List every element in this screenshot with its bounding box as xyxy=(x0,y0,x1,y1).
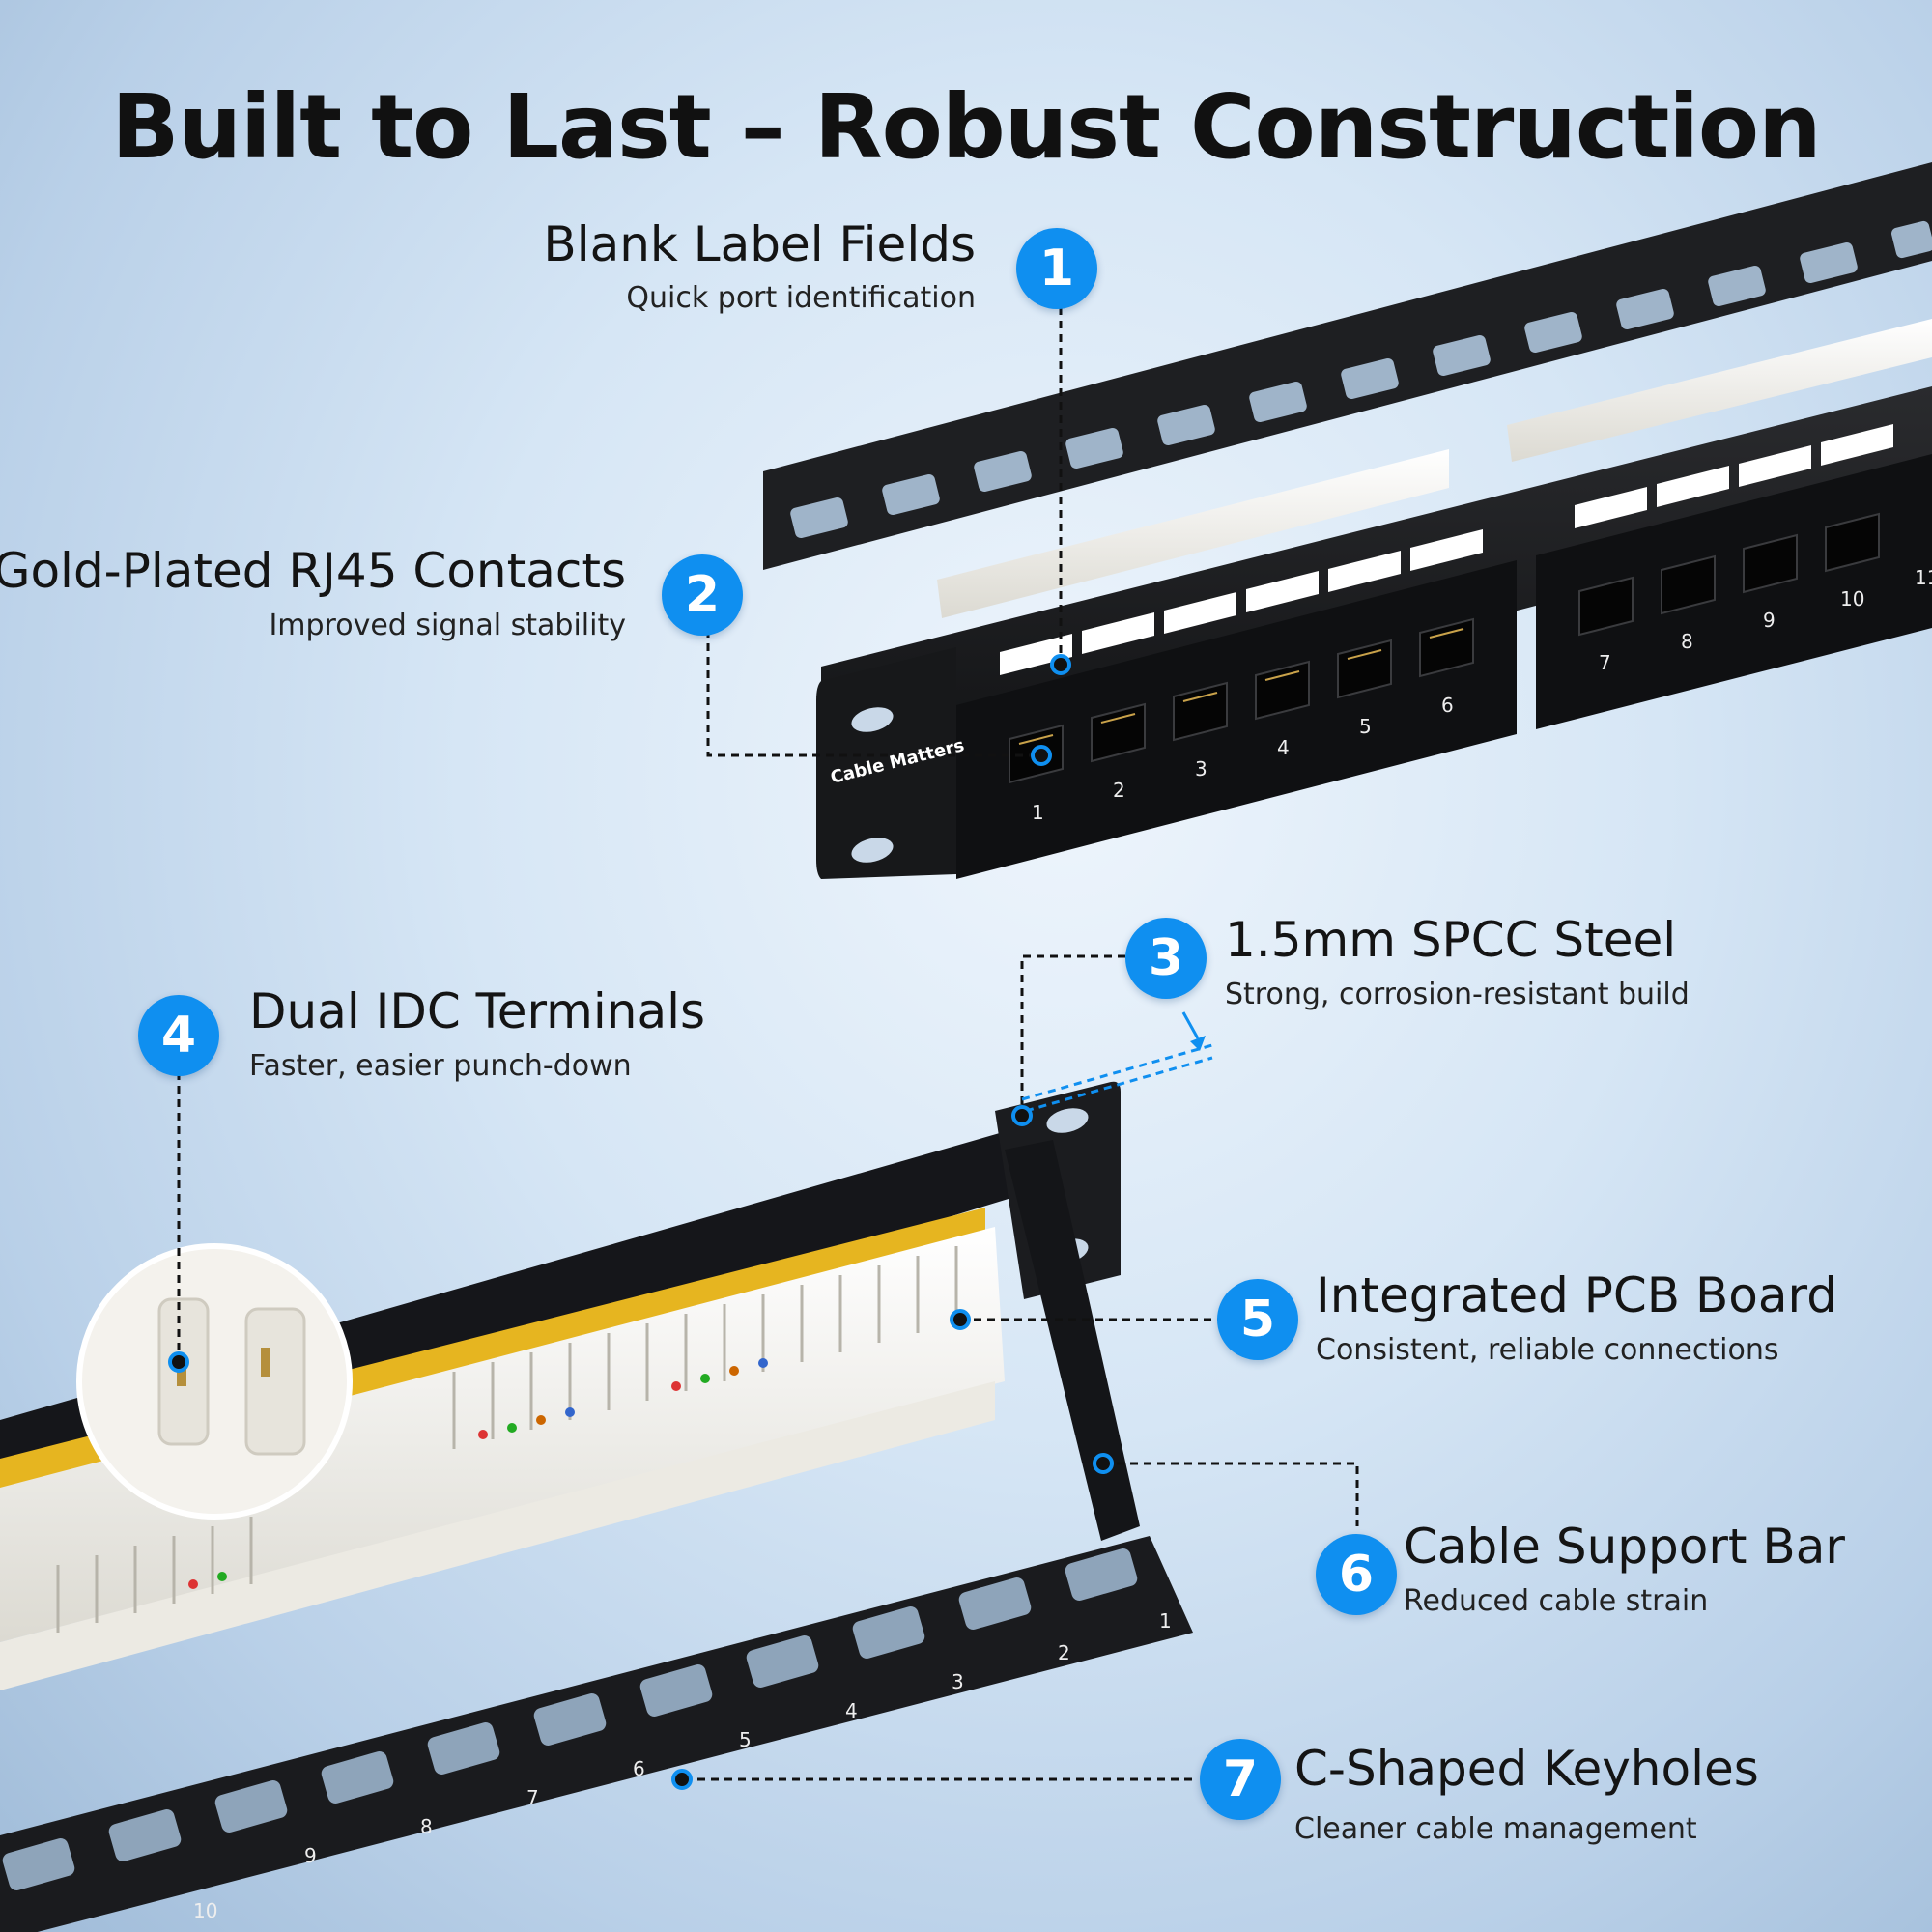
port-number: 9 xyxy=(1763,609,1776,632)
port-number: 10 xyxy=(1840,587,1864,611)
port-number: 4 xyxy=(1277,736,1290,759)
callout-dot xyxy=(950,1309,971,1330)
callout-dot xyxy=(1031,745,1052,766)
feature-subtitle-5: Consistent, reliable connections xyxy=(1316,1333,1779,1367)
svg-text:9: 9 xyxy=(304,1844,317,1867)
svg-text:2: 2 xyxy=(1058,1641,1070,1664)
callout-dot xyxy=(1093,1453,1114,1474)
svg-text:6: 6 xyxy=(633,1757,645,1780)
svg-text:10: 10 xyxy=(193,1899,217,1922)
port-number: 1 xyxy=(1032,801,1044,824)
bottom-patch-panel: 1 2 3 4 5 6 7 8 9 10 xyxy=(0,1081,1193,1932)
port-number: 7 xyxy=(1599,651,1611,674)
svg-text:1: 1 xyxy=(1159,1609,1172,1633)
feature-badge-6: 6 xyxy=(1316,1534,1397,1615)
svg-text:4: 4 xyxy=(845,1699,858,1722)
feature-subtitle-4: Faster, easier punch-down xyxy=(249,1049,632,1083)
feature-subtitle-6: Reduced cable strain xyxy=(1404,1584,1709,1618)
feature-title-2: Gold-Plated RJ45 Contacts xyxy=(0,543,626,599)
feature-badge-5: 5 xyxy=(1217,1279,1298,1360)
feature-title-4: Dual IDC Terminals xyxy=(249,983,706,1039)
port-number: 3 xyxy=(1195,757,1208,781)
feature-badge-2: 2 xyxy=(662,554,743,636)
port-number: 5 xyxy=(1359,715,1372,738)
feature-title-7: C-Shaped Keyholes xyxy=(1294,1741,1759,1797)
svg-text:7: 7 xyxy=(526,1786,539,1809)
callout-dot xyxy=(168,1351,189,1373)
port-number: 11 xyxy=(1915,566,1932,589)
feature-title-1: Blank Label Fields xyxy=(543,216,976,272)
port-number: 8 xyxy=(1681,630,1693,653)
feature-subtitle-2: Improved signal stability xyxy=(269,609,626,642)
svg-text:3: 3 xyxy=(952,1670,964,1693)
feature-title-5: Integrated PCB Board xyxy=(1316,1267,1837,1323)
callout-dot xyxy=(1050,654,1071,675)
feature-subtitle-1: Quick port identification xyxy=(626,281,976,315)
svg-text:5: 5 xyxy=(739,1728,752,1751)
page-title: Built to Last – Robust Construction xyxy=(111,75,1821,179)
top-patch-panel: 1 2 3 4 5 6 7 8 9 10 11 xyxy=(763,162,1932,879)
feature-subtitle-7: Cleaner cable management xyxy=(1294,1812,1697,1846)
feature-badge-4: 4 xyxy=(138,995,219,1076)
feature-subtitle-3: Strong, corrosion-resistant build xyxy=(1225,978,1690,1011)
port-number: 6 xyxy=(1441,694,1454,717)
feature-badge-3: 3 xyxy=(1125,918,1207,999)
feature-title-6: Cable Support Bar xyxy=(1404,1519,1845,1575)
feature-badge-1: 1 xyxy=(1016,228,1097,309)
svg-text:8: 8 xyxy=(420,1815,433,1838)
feature-title-3: 1.5mm SPCC Steel xyxy=(1225,912,1677,968)
callout-dot xyxy=(1011,1105,1033,1126)
port-number: 2 xyxy=(1113,779,1125,802)
feature-badge-7: 7 xyxy=(1200,1739,1281,1820)
callout-dot xyxy=(671,1769,693,1790)
